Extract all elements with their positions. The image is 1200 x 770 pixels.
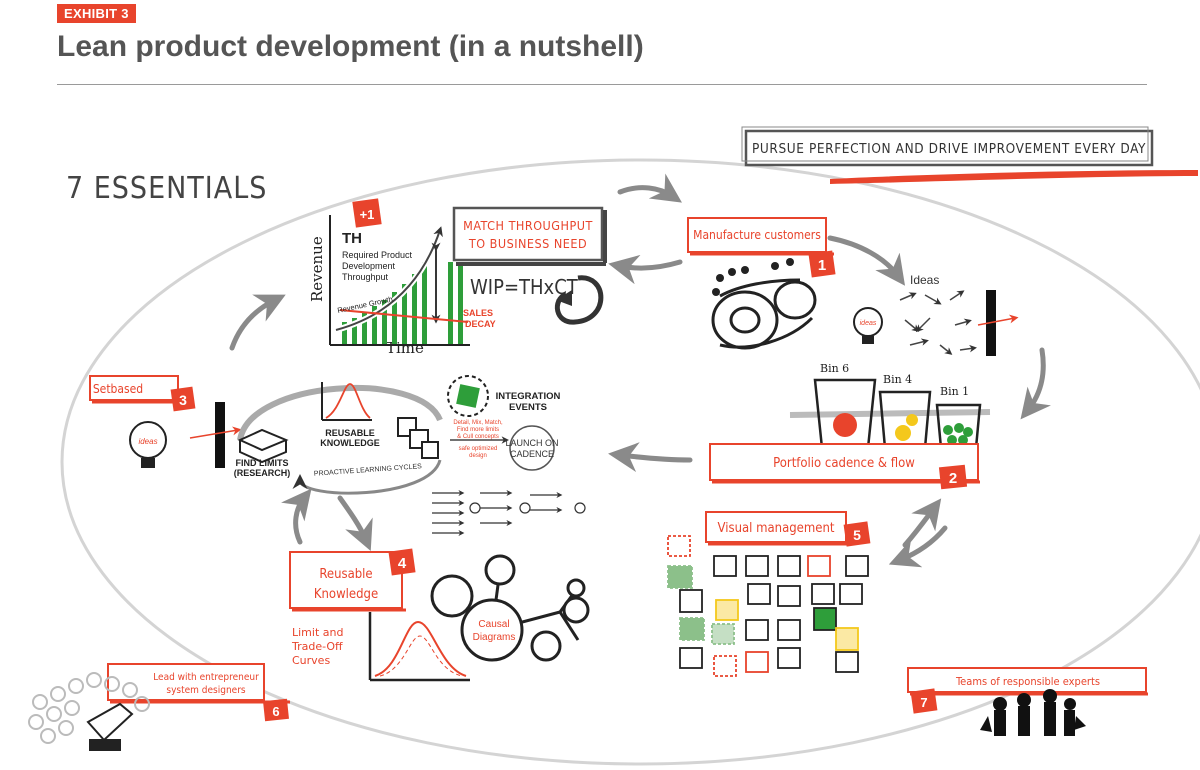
integration-events-2: EVENTS — [509, 402, 547, 413]
essential-2-number: 2 — [949, 470, 957, 487]
essential-1-number: 1 — [818, 257, 826, 274]
causal-label-2: Diagrams — [473, 632, 516, 643]
essential-6-label-2: system designers — [166, 685, 245, 696]
bin-4-label: Bin 4 — [883, 373, 912, 386]
setbased-bulb-text: ideas — [138, 437, 157, 446]
setbased-bulb-icon: ideas — [129, 421, 167, 468]
sales-decay-1: SALES — [463, 308, 493, 318]
essential-6-number: 6 — [272, 704, 279, 719]
essential-1: Manufacture customers 1 — [687, 217, 836, 350]
launch-circle — [509, 425, 555, 471]
essential-1-label: Manufacture customers — [693, 228, 821, 242]
ideas-bulb-text: ideas — [860, 320, 877, 327]
sales-decay-2: DECAY — [465, 319, 496, 329]
ideas-section: Ideas ideas — [853, 273, 1019, 356]
detail-text-2: Find more limits — [457, 427, 499, 433]
safe-design-2: design — [469, 453, 487, 459]
team-experts-icon — [980, 689, 1086, 736]
essential-6: Lead with entrepreneur system designers … — [28, 663, 290, 751]
improvement-banner: PURSUE PERFECTION AND DRIVE IMPROVEMENT … — [741, 126, 1198, 184]
causal-diagram-icon — [430, 554, 590, 662]
safe-design-1: safe optimized — [459, 446, 498, 452]
essential-7-number: 7 — [920, 695, 927, 710]
integration-puzzle-icon — [447, 375, 489, 417]
throughput-panel: +1 Revenue Time TH Required Product Deve… — [308, 198, 607, 357]
portfolio-bins: Bin 6 Bin 4 Bin 1 — [789, 362, 991, 450]
bin-1-label: Bin 1 — [940, 385, 969, 398]
title-divider — [57, 84, 1147, 85]
launch-on-cadence-1: LAUNCH ON — [505, 438, 558, 448]
curves-label-3: Curves — [292, 654, 330, 667]
curves-label-1: Limit and — [292, 626, 343, 639]
puzzle-icon — [397, 417, 439, 459]
book-icon — [237, 428, 289, 464]
bin-6-label: Bin 6 — [820, 362, 849, 375]
reusable-knowledge-label-2: KNOWLEDGE — [320, 438, 380, 448]
hand-icon — [86, 702, 134, 751]
th-desc-3: Throughput — [342, 272, 389, 282]
revenue-axis-label: Revenue — [308, 236, 326, 302]
essential-2: Portfolio cadence & flow 2 — [709, 443, 980, 490]
essential-3-label: Setbased — [93, 382, 143, 396]
essential-6-label-1: Lead with entrepreneur — [153, 672, 259, 683]
scattered-ideas-arrows — [899, 290, 977, 355]
throughput-bars — [342, 262, 463, 344]
th-desc-1: Required Product — [342, 250, 413, 260]
integration-events-1: INTEGRATION — [496, 391, 561, 402]
cycle-arrows — [229, 173, 1051, 568]
detail-text-1: Detail, Mix, Match, — [453, 420, 503, 426]
essentials-cycle — [60, 158, 1200, 766]
learning-cycle: REUSABLE KNOWLEDGE FIND LIMITS (RESEARCH… — [234, 375, 586, 536]
essential-3-number: 3 — [179, 392, 187, 408]
match-throughput-line-1: MATCH THROUGHPUT — [463, 218, 593, 233]
banner-text: PURSUE PERFECTION AND DRIVE IMPROVEMENT … — [752, 141, 1146, 157]
detail-text-3: & Cull concepts — [457, 434, 499, 440]
set-narrowing-arrows — [432, 490, 586, 536]
th-label: TH — [342, 230, 362, 247]
entrepreneur-circles-icon — [28, 672, 150, 744]
curves-label-2: Trade-Off — [291, 640, 343, 653]
essential-7-label: Teams of responsible experts — [955, 675, 1100, 688]
exhibit-tag: EXHIBIT 3 — [57, 4, 136, 23]
essential-4-label-2: Knowledge — [314, 587, 378, 602]
customer-machine-icon — [711, 278, 817, 350]
essential-5: Visual management 5 — [667, 511, 871, 677]
kanban-board — [667, 535, 869, 677]
ideas-bulb-icon: ideas — [853, 307, 883, 344]
launch-on-cadence-2: CADENCE — [510, 449, 554, 459]
causal-label-1: Causal — [478, 619, 509, 630]
essential-4: Reusable Knowledge 4 Limit and Trade-Off… — [289, 548, 590, 682]
people-icon — [712, 258, 794, 296]
essential-2-label: Portfolio cadence & flow — [773, 456, 915, 471]
essential-5-number: 5 — [853, 527, 861, 543]
essentials-label: 7 ESSENTIALS — [66, 171, 267, 206]
proactive-learning-label: PROACTIVE LEARNING CYCLES — [314, 463, 423, 478]
essential-4-label-1: Reusable — [319, 567, 372, 582]
essential-3: Setbased 3 ideas — [89, 375, 242, 468]
reusable-knowledge-label-1: REUSABLE — [325, 428, 375, 438]
essential-5-label: Visual management — [718, 521, 835, 536]
essential-7: Teams of responsible experts 7 — [907, 667, 1148, 736]
page-title: Lean product development (in a nutshell) — [57, 30, 644, 63]
match-throughput-line-2: TO BUSINESS NEED — [468, 236, 587, 251]
ideas-label: Ideas — [910, 273, 939, 287]
essential-4-number: 4 — [398, 555, 407, 572]
th-desc-2: Development — [342, 261, 396, 271]
find-limits-label-2: (RESEARCH) — [234, 468, 291, 478]
find-limits-label-1: FIND LIMITS — [236, 458, 289, 468]
plus-one-tag: +1 — [360, 207, 375, 222]
